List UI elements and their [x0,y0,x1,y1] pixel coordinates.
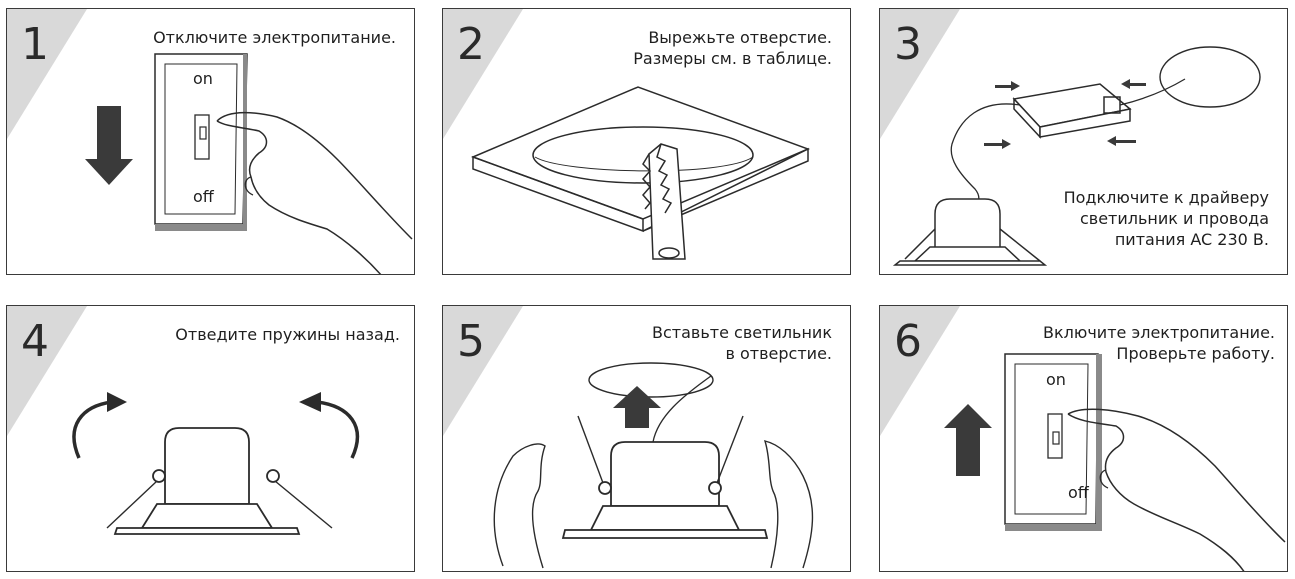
right-hand [763,440,814,569]
step-number: 2 [457,19,485,70]
wall-switch [154,53,248,231]
up-arrow-icon [613,386,661,428]
step-1-illustration [7,9,413,274]
caption-line: Отключите электропитание. [153,28,396,47]
step-number: 5 [457,316,485,367]
step-2-illustration [443,9,811,260]
step-4-panel: 4 Отведите пружины назад. [6,305,415,572]
ceiling-hole [1159,46,1261,108]
step-2-panel: 2 Вырежьте отверстие. Размеры см. в табл… [442,8,851,275]
step-5-panel: 5 Вставьте светильник в отверстие. [442,305,851,572]
downlight-fixture [106,427,333,535]
step-caption: Вырежьте отверстие. Размеры см. в таблиц… [633,27,832,69]
step-6-illustration [880,306,1286,571]
caption-line: питания AC 230 В. [1114,230,1269,249]
corner-shade [880,9,960,139]
step-6-panel: 6 Включите электропитание. Проверьте раб… [879,305,1288,572]
corner-shade [443,9,523,139]
step-number: 4 [21,316,49,367]
switch-on-label: on [1046,370,1066,389]
switch-on-label: on [193,69,213,88]
step-caption: Отключите электропитание. [153,27,396,48]
step-caption: Подключите к драйверу светильник и прово… [1064,187,1269,250]
step-number: 1 [21,19,49,70]
caption-line: Отведите пружины назад. [175,325,400,344]
caption-line: в отверстие. [725,344,833,363]
hand-finger [1067,413,1245,571]
downlight-fixture [892,198,1048,266]
curved-arrow-left-icon [72,392,127,459]
wall-switch [1004,353,1102,531]
downlight-fixture [561,415,769,539]
saw-icon [642,143,686,260]
light-wire [950,103,1021,208]
power-wire [1119,78,1186,106]
caption-line: Вырежьте отверстие. [648,28,832,47]
curved-arrow-right-icon [299,392,359,459]
step-caption: Включите электропитание. Проверьте работ… [1043,322,1275,364]
step-caption: Вставьте светильник в отверстие. [652,322,832,364]
left-hand [493,443,546,569]
switch-off-label: off [1068,483,1089,502]
corner-shade [7,306,87,436]
step-3-illustration [880,9,1261,266]
step-1-panel: 1 Отключите электропитание. on off [6,8,415,275]
caption-line: Подключите к драйверу [1063,188,1269,207]
switch-off-label: off [193,187,214,206]
hand-outline [216,111,413,240]
corner-shade [7,9,87,139]
hand-outline [1067,408,1286,543]
arrow-icon [984,79,1146,149]
ceiling-panel [470,86,811,233]
step-3-panel: 3 Подключите к драйверу светильник и про… [879,8,1288,275]
caption-line: Размеры см. в таблице. [633,49,832,68]
wire [652,375,712,443]
step-caption: Отведите пружины назад. [175,324,400,345]
caption-line: светильник и провода [1079,209,1269,228]
corner-shade [880,306,960,436]
step-number: 6 [894,316,922,367]
step-4-illustration [7,306,359,535]
ceiling-hole [588,362,714,398]
corner-shade [443,306,523,436]
driver-box [1012,83,1132,139]
step-number: 3 [894,19,922,70]
down-arrow-icon [85,106,133,185]
step-5-illustration [443,306,814,569]
caption-line: Включите электропитание. [1043,323,1275,342]
caption-line: Проверьте работу. [1116,344,1275,363]
up-arrow-icon [944,404,992,476]
caption-line: Вставьте светильник [652,323,832,342]
